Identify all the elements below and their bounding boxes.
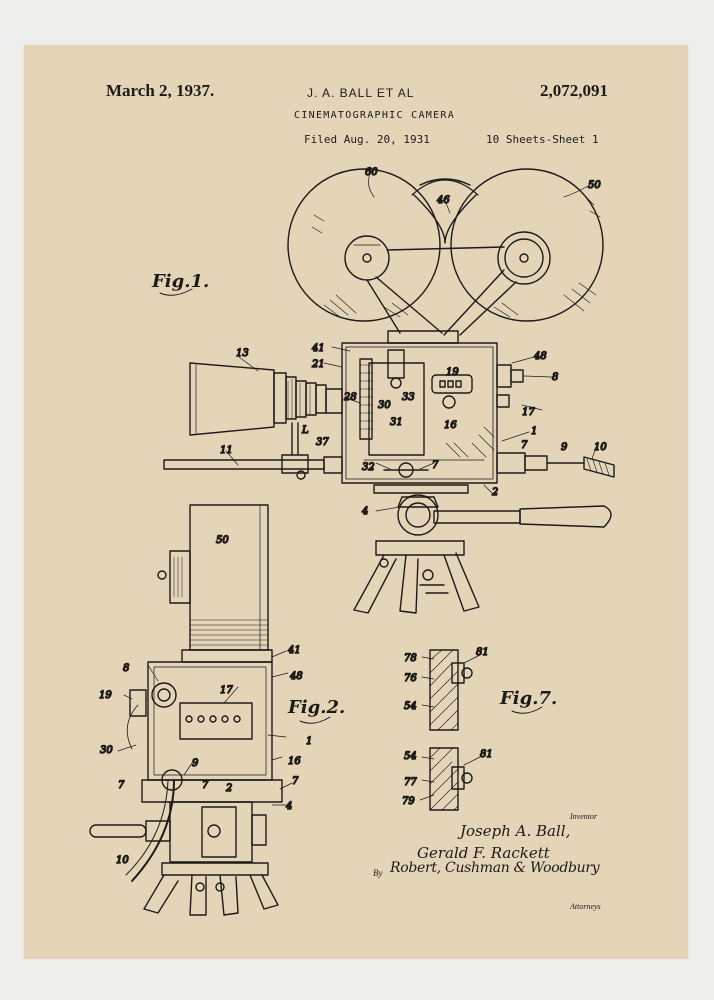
svg-text:13: 13 — [236, 348, 249, 359]
svg-text:46: 46 — [436, 195, 450, 206]
svg-text:32: 32 — [362, 462, 375, 473]
patent-title: CINEMATOGRAPHIC CAMERA — [294, 110, 456, 121]
svg-text:17: 17 — [522, 407, 535, 418]
fig1-lens-hood — [189, 362, 275, 436]
sheet-count: 10 Sheets-Sheet 1 — [486, 133, 599, 146]
fig1-label: Fig.1. — [152, 271, 210, 292]
svg-text:9: 9 — [192, 758, 199, 769]
svg-text:30: 30 — [378, 400, 391, 411]
svg-text:16: 16 — [444, 420, 457, 431]
filed-date: Filed Aug. 20, 1931 — [304, 133, 430, 146]
svg-text:10: 10 — [594, 442, 607, 453]
by-label: By — [373, 868, 383, 878]
svg-text:4: 4 — [361, 506, 368, 517]
patent-number: 2,072,091 — [540, 81, 608, 100]
fig2-tripod-leg-left — [143, 874, 179, 914]
fig1-reel-right — [450, 168, 604, 322]
svg-text:21: 21 — [311, 359, 325, 370]
inventor-signature-1: Joseph A. Ball, — [460, 822, 571, 840]
svg-text:50: 50 — [588, 180, 601, 191]
fig2-numeral-50: 50 — [216, 535, 229, 546]
inventor-names: J. A. BALL ET AL — [307, 86, 415, 100]
svg-text:L: L — [301, 425, 309, 436]
svg-text:76: 76 — [404, 673, 417, 684]
svg-text:48: 48 — [289, 671, 303, 682]
inventor-signature-2: Gerald F. Rackett — [417, 844, 550, 862]
svg-text:10: 10 — [116, 855, 129, 866]
svg-text:41: 41 — [287, 645, 301, 656]
svg-text:7: 7 — [521, 440, 528, 451]
fig7-label: Fig.7. — [500, 688, 558, 709]
svg-text:81: 81 — [476, 647, 489, 658]
svg-text:7: 7 — [432, 460, 439, 471]
svg-text:30: 30 — [100, 745, 113, 756]
svg-text:1: 1 — [306, 736, 312, 747]
fig1-numeral-60: 60 — [365, 167, 378, 178]
svg-text:7: 7 — [118, 780, 125, 791]
svg-text:54: 54 — [404, 751, 417, 762]
fig1-reel-left — [287, 168, 441, 322]
patent-sheet: March 2, 1937. J. A. BALL ET AL 2,072,09… — [24, 45, 688, 959]
patent-date: March 2, 1937. — [106, 81, 215, 100]
svg-text:7: 7 — [292, 776, 299, 787]
svg-text:4: 4 — [285, 801, 292, 812]
svg-text:37: 37 — [316, 437, 329, 448]
svg-text:19: 19 — [99, 690, 112, 701]
svg-text:8: 8 — [552, 372, 558, 383]
fig1-camera-drawing: 60 46 50 13 41 21 48 8 19 28 30 33 31 16… — [163, 166, 615, 614]
svg-text:79: 79 — [402, 796, 415, 807]
svg-text:11: 11 — [220, 445, 233, 456]
fig1-label-underline — [159, 288, 193, 296]
svg-text:2: 2 — [491, 487, 498, 498]
patent-drawing: 60 46 50 13 41 21 48 8 19 28 30 33 31 16… — [89, 166, 615, 916]
fig2-magazine — [189, 504, 269, 651]
svg-text:77: 77 — [404, 777, 417, 788]
attorneys-label: Attorneys — [570, 902, 601, 911]
svg-text:19: 19 — [446, 367, 459, 378]
svg-text:81: 81 — [480, 749, 493, 760]
svg-text:28: 28 — [343, 392, 357, 403]
fig2-camera-drawing: 50 41 48 8 17 19 30 16 1 9 7 7 2 7 4 10 — [89, 504, 313, 916]
svg-text:48: 48 — [533, 351, 547, 362]
svg-text:7: 7 — [202, 780, 209, 791]
svg-text:8: 8 — [123, 663, 129, 674]
fig1-tripod-leg-left — [353, 554, 397, 614]
svg-text:54: 54 — [404, 701, 417, 712]
inventor-label: Inventor — [570, 812, 598, 821]
attorneys-signature: Robert, Cushman & Woodbury — [390, 860, 600, 876]
fig7-numeral-78: 78 — [404, 653, 417, 664]
svg-text:2: 2 — [225, 783, 232, 794]
svg-text:41: 41 — [311, 343, 325, 354]
fig2-label: Fig.2. — [288, 697, 346, 718]
svg-text:9: 9 — [561, 442, 568, 453]
svg-text:1: 1 — [531, 426, 537, 437]
svg-text:16: 16 — [288, 756, 301, 767]
fig1-pan-handle — [519, 505, 612, 528]
fig7-section-drawing: 78 81 76 54 54 81 77 79 — [401, 646, 493, 811]
svg-text:31: 31 — [390, 417, 403, 428]
svg-text:17: 17 — [220, 685, 233, 696]
svg-text:33: 33 — [402, 392, 415, 403]
